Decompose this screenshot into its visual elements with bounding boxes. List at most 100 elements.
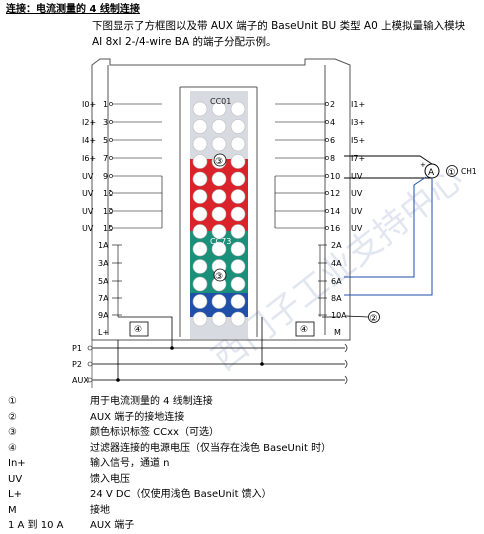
legend-key: UV	[8, 473, 23, 485]
legend-key: M	[8, 504, 17, 516]
legend-key: ③	[8, 427, 17, 438]
right-aux-label: 6A	[331, 277, 342, 286]
filter-right: ④	[261, 316, 340, 340]
legend-key: L+	[8, 489, 22, 500]
terminal-circle	[230, 119, 246, 134]
terminal-circle	[230, 101, 246, 117]
terminal-circle	[230, 171, 246, 187]
rail-dot	[87, 377, 93, 383]
left-terminal-label: I4+	[82, 136, 96, 145]
rail-end	[344, 375, 348, 385]
left-terminal-dot	[109, 120, 113, 124]
rail-junction	[170, 346, 174, 350]
right-terminal-label: UV	[351, 189, 363, 198]
terminal-circle	[211, 206, 227, 222]
terminal-circle	[192, 154, 208, 169]
marker-2-group: ②	[345, 311, 380, 324]
legend-key: ④	[8, 442, 17, 454]
left-terminal-dot	[109, 102, 113, 106]
right-terminal-dot	[325, 156, 329, 160]
plus-sign: +	[420, 161, 426, 169]
marker-3-bottom: ③	[215, 272, 223, 282]
right-terminal-number: 6	[330, 136, 335, 145]
legend-description: 输入信号，通道 n	[90, 458, 170, 469]
left-aux-label: 1A	[98, 241, 109, 250]
terminal-circles	[192, 101, 246, 327]
terminal-circle	[192, 206, 208, 222]
legend-key: 1 A 到 10 A	[8, 520, 64, 531]
legend-description: AUX 端子	[90, 520, 135, 531]
right-terminal-dot	[325, 174, 329, 178]
left-terminal-label: I0+	[82, 100, 96, 109]
section-heading: 连接：电流测量的 4 线制连接	[6, 0, 140, 15]
terminal-circle	[192, 119, 208, 134]
right-aux-label: 8A	[331, 294, 342, 303]
terminal-circle	[230, 311, 246, 327]
terminal-circle	[230, 154, 246, 169]
left-aux-label: 3A	[98, 259, 109, 268]
terminal-circle	[192, 224, 208, 239]
legend-key: In+	[8, 458, 26, 469]
right-terminal-dot	[325, 120, 329, 124]
marker-3-top-circle	[213, 153, 227, 167]
left-terminal-number: 1	[103, 100, 108, 109]
terminal-circle	[211, 136, 227, 152]
left-aux-label: 5A	[98, 277, 109, 286]
right-terminal-number: 4	[330, 118, 335, 127]
rail-junction	[116, 378, 120, 382]
right-terminal-number: 8	[330, 154, 335, 163]
left-terminal-label: I2+	[82, 118, 96, 127]
marker-3-top: ③	[215, 157, 223, 167]
right-terminal-number: 12	[330, 189, 340, 198]
terminal-circle	[211, 171, 227, 187]
right-terminal-dot	[325, 226, 329, 230]
rail-dot	[87, 345, 93, 351]
terminal-diagram: 西门子工业支持中心 CC01 CC73 ③ ③ I0+1I2+3I4+5I6+7…	[72, 58, 477, 388]
right-terminal-dot	[325, 102, 329, 106]
left-terminal-number: 3	[103, 118, 108, 127]
legend-row: UV 馈入电压	[8, 472, 478, 488]
right-terminal-dot	[325, 209, 329, 213]
left-terminal-number: 9	[103, 172, 108, 181]
terminal-circle	[192, 189, 208, 204]
rail-label: AUX	[72, 376, 89, 385]
terminal-circle	[211, 241, 227, 257]
terminal-circle	[211, 189, 227, 204]
rail-end	[344, 359, 348, 369]
terminal-circle	[230, 276, 246, 292]
legend-key: ②	[8, 411, 17, 423]
right-terminal-dot	[325, 138, 329, 142]
terminal-circle	[192, 311, 208, 327]
right-terminal-label: UV	[351, 207, 363, 216]
left-terminal-dot	[109, 191, 113, 195]
heading-underline	[6, 13, 140, 14]
left-aux-label: 7A	[98, 294, 109, 303]
marker-2: ②	[370, 314, 378, 324]
right-terminal-label: I7+	[351, 154, 365, 163]
legend-description: 24 V DC（仅使用浅色 BaseUnit 馈入）	[90, 489, 272, 500]
legend-description: 馈入电压	[90, 473, 130, 485]
right-terminal-dot	[325, 191, 329, 195]
right-terminal-label: UV	[351, 224, 363, 233]
rail-end	[344, 343, 348, 353]
left-terminal-number: 7	[103, 154, 108, 163]
marker-3-bottom-circle	[213, 268, 227, 282]
left-lplus-label: L+	[98, 328, 109, 337]
legend-key: ①	[8, 396, 17, 407]
right-terminal-label: UV	[351, 172, 363, 181]
terminal-circle	[230, 189, 246, 204]
left-terminal-dot	[109, 138, 113, 142]
terminal-circle	[211, 224, 227, 239]
left-terminal-number: 13	[103, 207, 113, 216]
color-label-bottom: CC73	[210, 237, 231, 246]
marker-4-right: ④	[300, 325, 308, 335]
filter-left: ④	[118, 316, 173, 340]
rail-label: P1	[72, 344, 82, 353]
left-terminal-label: UV	[82, 189, 94, 198]
